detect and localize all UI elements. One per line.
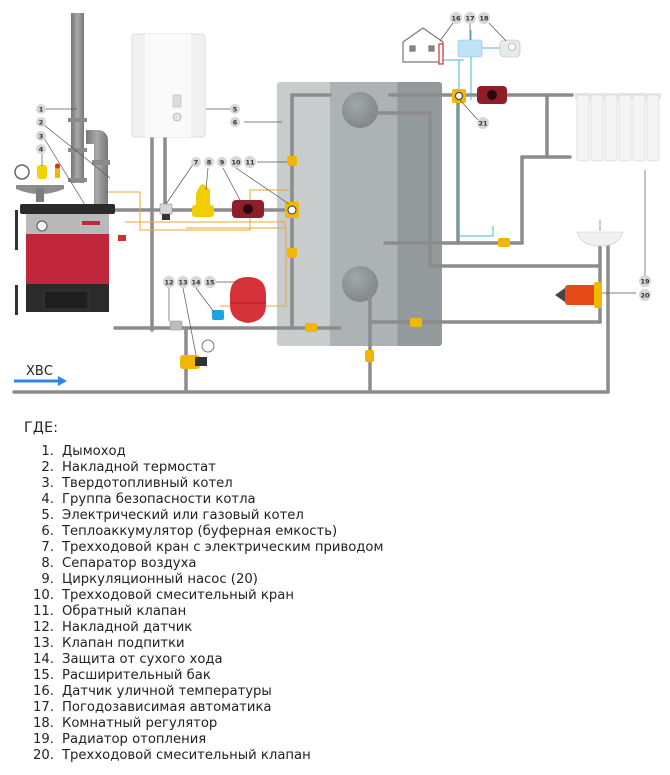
three-way-mixing-valve-20 bbox=[555, 282, 602, 308]
legend-item: 20.Трехходовой смесительный клапан bbox=[33, 748, 311, 763]
legend-item: 5.Электрический или газовый котел bbox=[41, 508, 304, 523]
circulation-pump-main bbox=[232, 200, 264, 218]
outdoor-sensor-house bbox=[402, 27, 444, 65]
callout-2: 2 bbox=[36, 117, 46, 127]
callout-20: 20 bbox=[639, 289, 651, 301]
legend-item: 19.Радиатор отопления bbox=[33, 732, 207, 747]
svg-text:7: 7 bbox=[194, 159, 199, 167]
svg-text:3: 3 bbox=[39, 133, 44, 141]
tank-lower-coil bbox=[342, 266, 378, 302]
radiator-19 bbox=[575, 93, 661, 162]
callout-13: 13 bbox=[177, 276, 189, 288]
legend-title: ГДЕ: bbox=[24, 420, 59, 436]
legend-item: 6.Теплоаккумулятор (буферная емкость) bbox=[41, 524, 338, 539]
three-way-valve-actuator bbox=[159, 203, 173, 220]
solid-fuel-boiler bbox=[15, 204, 126, 315]
legend-item: 11.Обратный клапан bbox=[33, 604, 187, 619]
expansion-tank-15 bbox=[230, 277, 266, 323]
callout-3: 3 bbox=[36, 131, 46, 141]
clamp-sensor-12 bbox=[169, 320, 183, 331]
svg-text:15: 15 bbox=[205, 279, 215, 287]
svg-text:10: 10 bbox=[231, 159, 241, 167]
svg-text:19: 19 bbox=[640, 278, 650, 286]
svg-text:1: 1 bbox=[39, 106, 44, 114]
legend-item: 17.Погодозависимая автоматика bbox=[33, 700, 272, 715]
legend-item: 8.Сепаратор воздуха bbox=[41, 556, 197, 571]
legend-item: 18.Комнатный регулятор bbox=[33, 716, 218, 731]
svg-text:5: 5 bbox=[233, 106, 238, 114]
circulation-pump-radiator bbox=[477, 86, 507, 104]
makeup-valve-13 bbox=[180, 339, 215, 369]
chimney bbox=[68, 13, 110, 210]
svg-text:20: 20 bbox=[640, 292, 650, 300]
washbasin bbox=[576, 220, 624, 247]
svg-text:18: 18 bbox=[479, 15, 489, 23]
mixing-valve-21 bbox=[452, 89, 466, 103]
svg-text:11: 11 bbox=[245, 159, 255, 167]
svg-text:6: 6 bbox=[233, 119, 238, 127]
legend-list: 1.Дымоход 2.Накладной термостат 3.Твердо… bbox=[24, 444, 383, 764]
weather-automation-17 bbox=[457, 39, 483, 58]
legend-item: 4.Группа безопасности котла bbox=[41, 492, 256, 507]
cold-water-inlet: ХВС bbox=[14, 364, 67, 386]
heating-scheme-diagram: ХВС 1 2 3 4 5 6 7 8 9 10 11 bbox=[12, 12, 661, 394]
svg-text:4: 4 bbox=[39, 146, 44, 154]
dry-run-protection-14 bbox=[212, 310, 224, 320]
control-wires bbox=[108, 30, 502, 307]
legend-item: 9.Циркуляционный насос (20) bbox=[41, 572, 258, 587]
legend: ГДЕ: 1.Дымоход 2.Накладной термостат 3.Т… bbox=[24, 420, 383, 764]
legend-item: 16.Датчик уличной температуры bbox=[33, 684, 272, 699]
callout-1: 1 bbox=[36, 104, 46, 114]
callout-17: 17 bbox=[464, 12, 476, 24]
svg-text:8: 8 bbox=[207, 159, 212, 167]
heat-accumulator-tank bbox=[277, 82, 442, 346]
pipes bbox=[12, 93, 610, 394]
legend-item: 10.Трехходовой смесительный кран bbox=[33, 588, 294, 603]
air-separator bbox=[192, 184, 214, 217]
callout-11: 11 bbox=[244, 156, 256, 168]
callout-leaders bbox=[41, 22, 646, 356]
legend-item: 3.Твердотопливный котел bbox=[41, 476, 233, 491]
callout-5: 5 bbox=[230, 104, 240, 114]
callout-14: 14 bbox=[190, 276, 202, 288]
callout-9: 9 bbox=[217, 157, 227, 167]
legend-item: 7.Трехходовой кран с электрическим приво… bbox=[41, 540, 384, 555]
callouts: 1 2 3 4 5 6 7 8 9 10 11 12 13 14 15 16 1… bbox=[36, 12, 651, 301]
svg-text:16: 16 bbox=[451, 15, 461, 23]
mixing-valve-10 bbox=[285, 202, 299, 218]
legend-item: 1.Дымоход bbox=[41, 444, 126, 459]
callout-18: 18 bbox=[478, 12, 490, 24]
svg-text:13: 13 bbox=[178, 279, 187, 287]
legend-item: 13.Клапан подпитки bbox=[33, 636, 185, 651]
svg-text:9: 9 bbox=[220, 159, 225, 167]
svg-text:2: 2 bbox=[39, 119, 44, 127]
legend-item: 14.Защита от сухого хода bbox=[33, 652, 223, 667]
svg-text:21: 21 bbox=[478, 120, 488, 128]
callout-12: 12 bbox=[163, 276, 175, 288]
callout-16: 16 bbox=[450, 12, 462, 24]
callout-21: 21 bbox=[477, 117, 489, 129]
callout-10: 10 bbox=[230, 156, 242, 168]
check-valves bbox=[287, 156, 510, 362]
svg-text:17: 17 bbox=[465, 15, 474, 23]
legend-item: 15.Расширительный бак bbox=[33, 668, 211, 683]
room-regulator-18 bbox=[499, 39, 521, 58]
legend-item: 12.Накладной датчик bbox=[33, 620, 193, 635]
callout-6: 6 bbox=[230, 117, 240, 127]
svg-text:12: 12 bbox=[164, 279, 173, 287]
cold-water-label: ХВС bbox=[26, 364, 53, 379]
callout-4: 4 bbox=[36, 144, 46, 154]
tank-upper-coil bbox=[342, 92, 378, 128]
callout-15: 15 bbox=[204, 276, 216, 288]
wall-mounted-boiler bbox=[131, 33, 206, 138]
callout-8: 8 bbox=[204, 157, 214, 167]
callout-19: 19 bbox=[639, 275, 651, 287]
boiler-safety-group bbox=[14, 163, 64, 202]
callout-7: 7 bbox=[191, 157, 201, 167]
svg-text:14: 14 bbox=[191, 279, 201, 287]
legend-item: 2.Накладной термостат bbox=[41, 460, 216, 475]
